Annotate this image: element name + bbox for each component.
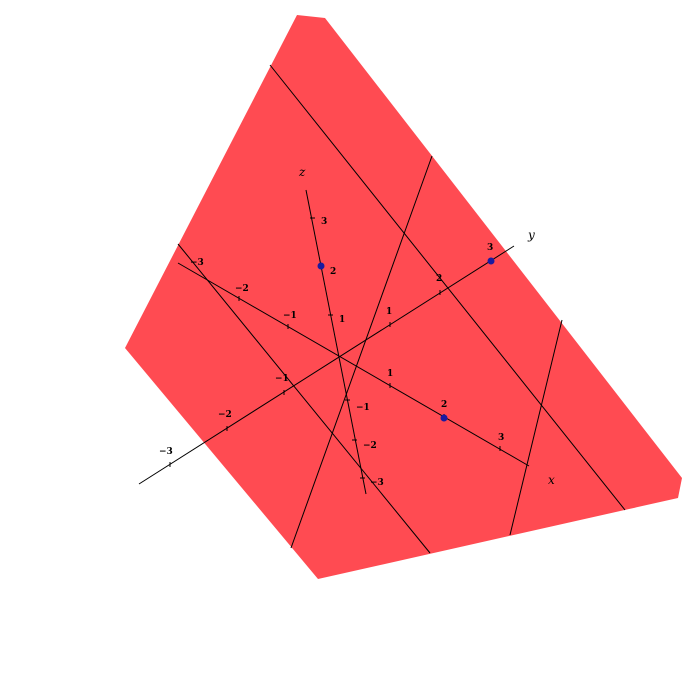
z-tick-label: −2 bbox=[363, 441, 377, 451]
z-tick-label: −3 bbox=[370, 478, 384, 488]
y-tick-label: 1 bbox=[386, 307, 392, 317]
y-tick-label: −1 bbox=[275, 374, 289, 384]
plane-trace-line bbox=[290, 155, 433, 549]
x-tick-label: 2 bbox=[441, 400, 447, 410]
x-axis-label: x bbox=[548, 473, 555, 487]
x-tick-label: −2 bbox=[235, 284, 249, 294]
x-intercept-point bbox=[440, 414, 448, 422]
intercept-points bbox=[317, 257, 495, 422]
plane-trace-lines bbox=[177, 64, 626, 554]
z-axis-label: z bbox=[298, 165, 306, 179]
x-tick-label: 1 bbox=[387, 369, 393, 379]
z-tick-label: 2 bbox=[330, 267, 336, 277]
z-intercept-point bbox=[317, 262, 325, 270]
x-tick-label: −3 bbox=[190, 258, 204, 268]
z-tick-label: 1 bbox=[339, 315, 345, 325]
z-tick-label: 3 bbox=[321, 217, 327, 227]
x-axis-line bbox=[177, 262, 530, 467]
x-tick-label: 3 bbox=[498, 433, 504, 443]
axes bbox=[138, 189, 530, 495]
plane-trace-line bbox=[177, 243, 431, 554]
y-tick-label: 3 bbox=[487, 243, 493, 253]
z-axis-line bbox=[305, 189, 367, 495]
x-tick-label: −1 bbox=[283, 311, 297, 321]
plane-surface bbox=[125, 15, 682, 579]
y-axis-line bbox=[138, 245, 515, 485]
plane-trace-line bbox=[509, 319, 563, 536]
y-tick-label: 2 bbox=[436, 274, 442, 284]
y-intercept-point bbox=[487, 257, 495, 265]
tick-labels: 1 2 3 −1 −2 −3 1 2 3 −1 −2 −3 1 2 3 −1 −… bbox=[159, 217, 504, 488]
y-axis-label: y bbox=[527, 228, 535, 242]
y-tick-label: −3 bbox=[159, 447, 173, 457]
z-tick-label: −1 bbox=[356, 403, 370, 413]
y-tick-label: −2 bbox=[218, 410, 232, 420]
plane-trace-line bbox=[269, 64, 626, 511]
